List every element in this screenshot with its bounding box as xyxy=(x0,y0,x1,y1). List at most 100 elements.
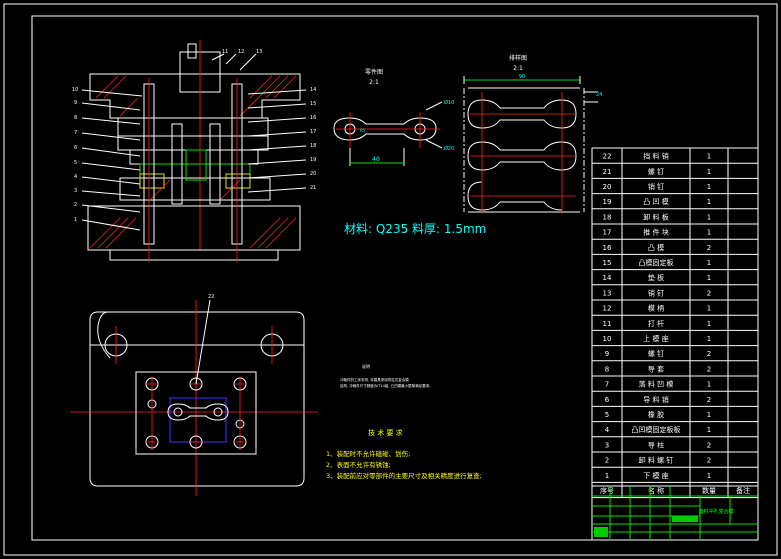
bom-row-qty: 2 xyxy=(707,396,711,404)
leader-right-7: 21 xyxy=(310,185,316,191)
tech-item-2: 3、装配前应对零部件的主要尺寸及相关精度进行复查; xyxy=(326,471,482,480)
leader-left-1: 9 xyxy=(74,100,77,106)
bom-row-no: 17 xyxy=(603,229,612,237)
section-leaders xyxy=(81,53,307,231)
leader-left-2: 8 xyxy=(74,115,77,121)
bom-row-qty: 1 xyxy=(707,198,711,206)
bom-row-no: 1 xyxy=(605,472,609,480)
bom-row-no: 9 xyxy=(605,350,609,358)
bom-row-no: 3 xyxy=(605,441,609,449)
bom-row-qty: 1 xyxy=(707,229,711,237)
plan-leader: 22 xyxy=(208,294,214,300)
dim-phi10: Ø10 xyxy=(444,99,454,106)
section-view xyxy=(87,40,301,262)
bom-row-no: 13 xyxy=(603,289,612,297)
bom-row-name: 销 钉 xyxy=(648,182,664,191)
detail-title: 零件图 xyxy=(365,68,383,76)
bom-row-qty: 2 xyxy=(707,457,711,465)
leader-top-2: 13 xyxy=(256,49,262,55)
bom-row-qty: 2 xyxy=(707,441,711,449)
bom-row-name: 凸 模 xyxy=(648,243,664,252)
bom-row-no: 8 xyxy=(605,365,609,373)
bom-row-name: 上 模 座 xyxy=(643,334,668,343)
leader-left-4: 6 xyxy=(74,145,77,151)
bom-row-no: 22 xyxy=(603,153,612,161)
bom-row-qty: 2 xyxy=(707,350,711,358)
leader-left-6: 4 xyxy=(74,174,77,180)
bom-row-name: 导 料 销 xyxy=(643,395,668,404)
dim-side: R5 xyxy=(360,128,366,133)
bom-row-no: 10 xyxy=(603,335,612,343)
title-block: 落料冲孔复合模 xyxy=(591,485,759,541)
bom-row-name: 销 钉 xyxy=(648,288,664,297)
bom-row-qty: 1 xyxy=(707,274,711,282)
bom-row-qty: 1 xyxy=(707,213,711,221)
leader-right-3: 17 xyxy=(310,129,316,135)
bom-row-qty: 2 xyxy=(707,289,711,297)
bom-row-qty: 2 xyxy=(707,244,711,252)
bom-header-name: 名 称 xyxy=(648,486,664,495)
small-note: 说明 冲裁件的工序安排, 本模具采用导柱式复合模 结构, 冲裁件尺寸精度为IT1… xyxy=(340,363,433,388)
leader-right-4: 18 xyxy=(310,143,316,149)
strip-title: 排样图 xyxy=(509,54,527,62)
strip-layout: 排样图 2:1 90 24 xyxy=(463,54,602,214)
bom-row-no: 4 xyxy=(605,426,610,434)
leader-right-6: 20 xyxy=(310,171,316,177)
small-note-line-0: 冲裁件的工序安排, 本模具采用导柱式复合模 xyxy=(340,377,409,382)
plan-view: 22 xyxy=(70,294,318,496)
leader-left-9: 1 xyxy=(74,217,77,223)
bom-row-no: 14 xyxy=(603,274,612,282)
leader-left-7: 3 xyxy=(74,188,77,194)
bom-row-no: 18 xyxy=(603,213,612,221)
leader-left-0: 10 xyxy=(72,87,78,93)
small-note-line-1: 结构, 冲裁件尺寸精度为IT14级, 凸凹模最小壁厚满足要求。 xyxy=(340,383,433,388)
bom-row-no: 16 xyxy=(603,244,612,252)
bom-row-name: 凸 凹 模 xyxy=(643,197,668,206)
bom-row-qty: 1 xyxy=(707,426,711,434)
leader-left-3: 7 xyxy=(74,130,77,136)
bom-row-name: 模 柄 xyxy=(648,304,664,313)
bom-row-name: 螺 钉 xyxy=(648,167,664,176)
bom-row-no: 7 xyxy=(605,381,609,389)
bom-row-qty: 1 xyxy=(707,168,711,176)
bom-header-remark: 备注 xyxy=(736,486,750,495)
bom-row-name: 打 杆 xyxy=(648,319,664,328)
bom-row-qty: 1 xyxy=(707,259,711,267)
tech-item-0: 1、装配时不允许磕碰、划伤; xyxy=(326,449,410,458)
bom-row-no: 20 xyxy=(603,183,612,191)
material-note: 材料: Q235 料厚: 1.5mm xyxy=(344,222,486,236)
small-note-title: 说明 xyxy=(362,363,370,369)
bom-row-no: 5 xyxy=(605,411,609,419)
bom-header-qty: 数量 xyxy=(702,486,716,495)
outer-frame xyxy=(3,3,778,556)
bom-row-name: 凸模固定板 xyxy=(639,258,674,267)
bom-row-qty: 1 xyxy=(707,381,711,389)
strip-scale: 2:1 xyxy=(513,65,523,72)
title-block-name: 落料冲孔复合模 xyxy=(698,508,733,515)
leader-right-1: 15 xyxy=(310,101,316,107)
bom-row-name: 推 件 块 xyxy=(643,228,668,237)
strip-dim-top: 90 xyxy=(519,74,525,80)
leader-right-2: 16 xyxy=(310,115,316,121)
bom-row-no: 19 xyxy=(603,198,612,206)
detail-scale: 2:1 xyxy=(369,79,379,86)
dim-phi20: Ø20 xyxy=(444,145,454,152)
bom-row-name: 螺 钉 xyxy=(648,349,664,358)
bom-row-name: 橡 胶 xyxy=(648,410,664,419)
leader-right-5: 19 xyxy=(310,157,316,163)
tech-requirements: 技 术 要 求 1、装配时不允许磕碰、划伤; 2、表面不允许有锈蚀; 3、装配前… xyxy=(326,428,482,480)
bom-row-name: 卸 料 板 xyxy=(643,212,668,221)
bom-row-no: 2 xyxy=(605,457,609,465)
dim-40: 40 xyxy=(372,156,380,163)
bom-row-qty: 1 xyxy=(707,411,711,419)
bom-row-no: 6 xyxy=(605,396,610,404)
bom-row-no: 15 xyxy=(603,259,612,267)
bom-row-qty: 1 xyxy=(707,153,711,161)
leader-left-5: 5 xyxy=(74,160,77,166)
bom-row-no: 21 xyxy=(603,168,612,176)
bom-row-no: 12 xyxy=(603,305,612,313)
bom-row-no: 11 xyxy=(603,320,612,328)
